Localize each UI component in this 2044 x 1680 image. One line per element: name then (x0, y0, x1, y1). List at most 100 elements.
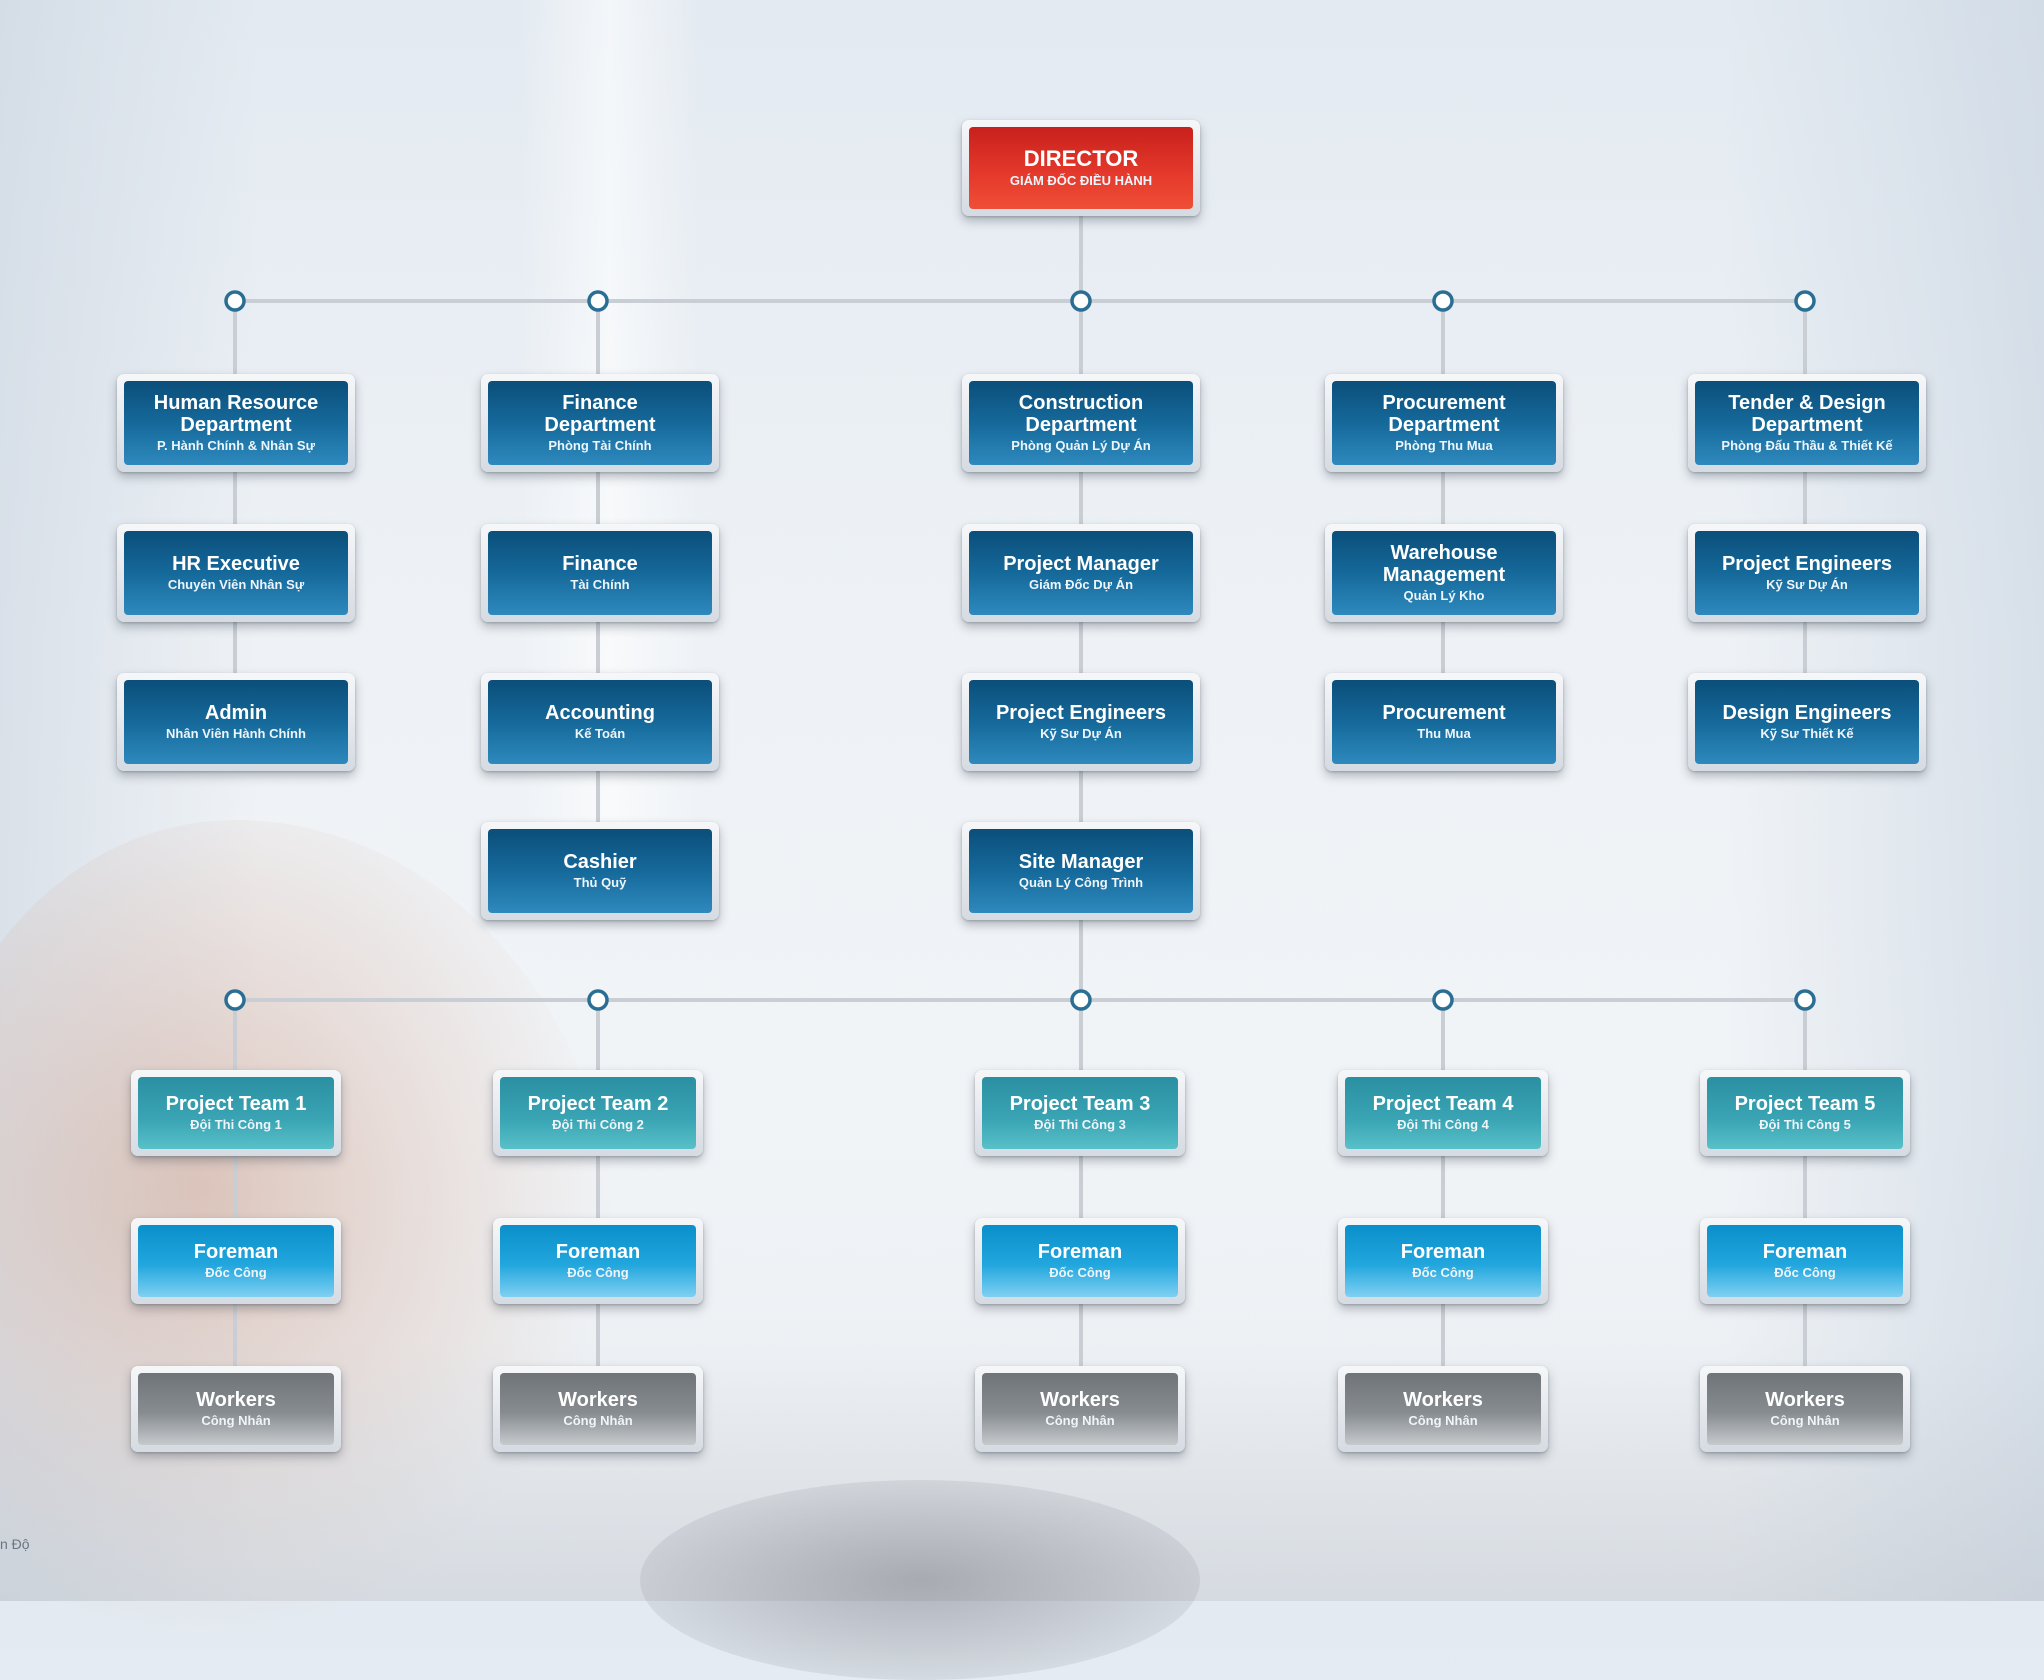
junction-dot (224, 290, 246, 312)
node-title: Procurement (1382, 702, 1506, 725)
node-title: Foreman (1762, 1241, 1848, 1264)
node-subtitle: Thu Mua (1417, 726, 1471, 742)
junction-dot (1794, 290, 1816, 312)
node-subtitle: Đốc Công (205, 1265, 267, 1281)
junction-dot (587, 989, 609, 1011)
junction-dot (1432, 989, 1454, 1011)
node-subtitle: Đốc Công (1049, 1265, 1111, 1281)
junction-dot (1070, 989, 1092, 1011)
node-subtitle: Công Nhân (1408, 1413, 1478, 1429)
node-subtitle: Công Nhân (1770, 1413, 1840, 1429)
junction-dot (1794, 989, 1816, 1011)
node-title: Project Team 3 (1009, 1093, 1151, 1116)
node-subtitle: Kỹ Sư Dự Án (1040, 726, 1122, 742)
node-subtitle: Quản Lý Công Trình (1018, 875, 1144, 891)
node-subtitle: Phòng Thu Mua (1395, 438, 1493, 454)
director-subtitle: GIÁM ĐỐC ĐIỀU HÀNH (1009, 173, 1153, 189)
junction-dot (1070, 290, 1092, 312)
node-title: Foreman (1037, 1241, 1123, 1264)
node-subtitle: Kế Toán (574, 726, 626, 742)
node-title: Project Team 4 (1372, 1093, 1514, 1116)
node-subtitle: Chuyên Viên Nhân Sự (167, 577, 305, 593)
node-subtitle: Công Nhân (201, 1413, 271, 1429)
node-title: Cashier (563, 851, 637, 874)
junction-dot (224, 989, 246, 1011)
node-title: Foreman (1400, 1241, 1486, 1264)
node-subtitle: Thủ Quỹ (573, 875, 627, 891)
junction-dot (587, 290, 609, 312)
node-title: Project Team 2 (527, 1093, 669, 1116)
node-title: Admin (204, 702, 268, 725)
node-subtitle: Đốc Công (1412, 1265, 1474, 1281)
node-subtitle: Phòng Tài Chính (548, 438, 652, 454)
node-title: Construction Department (1018, 392, 1144, 437)
footer-caption: n Độ (0, 1536, 30, 1552)
node-title: Site Manager (1018, 851, 1144, 874)
node-subtitle: Đội Thi Công 2 (552, 1117, 644, 1133)
node-title: Finance Department (544, 392, 656, 437)
node-title: Foreman (193, 1241, 279, 1264)
node-subtitle: Giám Đốc Dự Án (1028, 577, 1134, 593)
node-title: Foreman (555, 1241, 641, 1264)
node-subtitle: Đốc Công (567, 1265, 629, 1281)
node-subtitle: Phòng Quản Lý Dự Án (1011, 438, 1151, 454)
node-title: HR Executive (172, 553, 300, 576)
node-title: Design Engineers (1722, 702, 1892, 725)
node-title: Warehouse Management (1382, 542, 1506, 587)
node-subtitle: Đội Thi Công 5 (1759, 1117, 1851, 1133)
node-subtitle: Quản Lý Kho (1403, 588, 1485, 604)
node-subtitle: Công Nhân (563, 1413, 633, 1429)
director-title: DIRECTOR (1023, 146, 1139, 172)
node-subtitle: Đội Thi Công 4 (1397, 1117, 1489, 1133)
node-title: Project Manager (1003, 553, 1159, 576)
node-subtitle: Đội Thi Công 1 (190, 1117, 282, 1133)
node-title: Workers (1765, 1389, 1845, 1412)
node-title: Human Resource Department (153, 392, 319, 437)
node-subtitle: Phòng Đấu Thầu & Thiết Kế (1721, 438, 1893, 454)
connector-lines (224, 216, 1816, 1370)
junction-dot (1432, 290, 1454, 312)
node-subtitle: Công Nhân (1045, 1413, 1115, 1429)
node-title: Procurement Department (1382, 392, 1506, 437)
node-title: Project Team 1 (165, 1093, 307, 1116)
node-subtitle: Kỹ Sư Thiết Kế (1760, 726, 1854, 742)
node-subtitle: Tài Chính (570, 577, 630, 593)
node-subtitle: Đốc Công (1774, 1265, 1836, 1281)
node-title: Project Engineers (995, 702, 1167, 725)
node-title: Finance (562, 553, 638, 576)
node-title: Workers (1040, 1389, 1120, 1412)
node-subtitle: P. Hành Chính & Nhân Sự (157, 438, 315, 454)
